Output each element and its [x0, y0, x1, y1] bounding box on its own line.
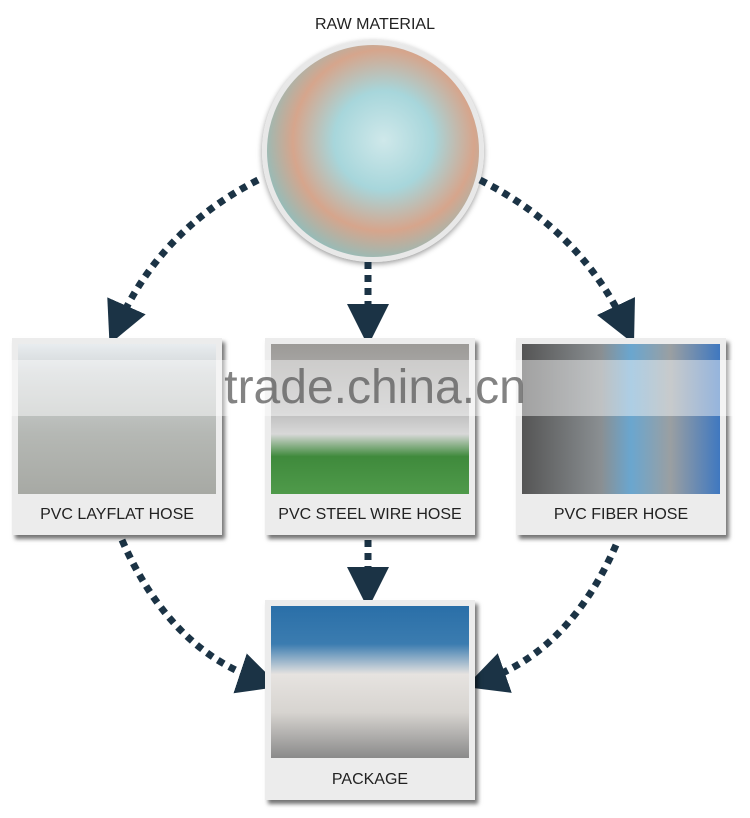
- layflat-photo: [18, 344, 216, 494]
- card-label: PVC FIBER HOSE: [553, 506, 689, 523]
- arrow-to-layflat: [107, 176, 260, 345]
- card-package: PACKAGE: [265, 600, 475, 800]
- arrow-layflat-to-package: [118, 538, 280, 694]
- card-steel-wire: PVC STEEL WIRE HOSE: [265, 338, 475, 535]
- card-fiber: PVC FIBER HOSE: [516, 338, 726, 535]
- raw-material-title: RAW MATERIAL: [314, 16, 435, 33]
- card-label: PACKAGE: [331, 771, 409, 788]
- raw-material-image: [262, 40, 484, 262]
- steel-wire-photo: [271, 344, 469, 494]
- card-label: PVC STEEL WIRE HOSE: [278, 506, 462, 523]
- card-label: PVC LAYFLAT HOSE: [40, 506, 194, 523]
- card-layflat: PVC LAYFLAT HOSE: [12, 338, 222, 535]
- watermark: trade.china.cn: [0, 360, 750, 416]
- package-photo: [271, 606, 469, 758]
- arrow-fiber-to-package: [465, 543, 620, 693]
- fiber-photo: [522, 344, 720, 494]
- arrow-to-fiber: [478, 176, 635, 344]
